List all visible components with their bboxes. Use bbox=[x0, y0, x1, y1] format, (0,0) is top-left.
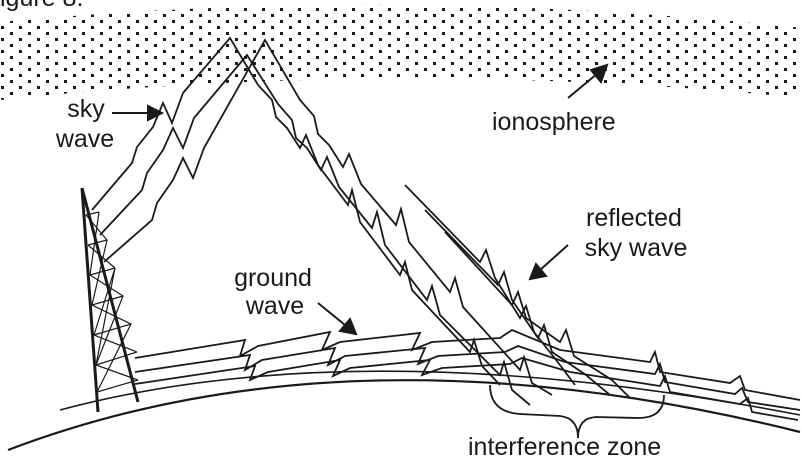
ionosphere-arrow bbox=[567, 72, 599, 99]
ground-wave-path-2 bbox=[134, 345, 801, 411]
sky-wave-path-1 bbox=[91, 36, 501, 386]
label-arrows bbox=[112, 63, 609, 336]
ground-wave-path-3 bbox=[134, 357, 799, 421]
ground-wave-path-1 bbox=[134, 328, 801, 401]
figure-header-fragment: igure 8. bbox=[0, 0, 83, 11]
transmitter-tower bbox=[80, 187, 140, 413]
interference-zone-brace bbox=[489, 384, 665, 439]
earth-surface-outer bbox=[7, 379, 801, 452]
reflected-sky-wave-label-line2: sky wave bbox=[584, 234, 688, 262]
interference-zone-label: interference zone bbox=[468, 433, 662, 461]
ground-wave-label-line1: ground bbox=[234, 264, 312, 292]
ionosphere-layer bbox=[0, 4, 802, 101]
sky-wave-label-line1: sky bbox=[67, 95, 105, 123]
reflected-sky-wave-label-line1: reflected bbox=[586, 204, 682, 232]
sky-wave-path-2 bbox=[99, 53, 531, 406]
sky-wave-paths bbox=[91, 36, 553, 406]
ground-wave-paths bbox=[134, 328, 801, 421]
ground-wave-label-line2: wave bbox=[245, 292, 305, 320]
ground-wave-arrow bbox=[317, 302, 346, 326]
sky-wave-label-line2: wave bbox=[55, 125, 115, 153]
ionosphere-label: ionosphere bbox=[492, 108, 616, 136]
reflected-sky-wave-arrow bbox=[539, 244, 569, 271]
sky-wave-path-3 bbox=[103, 38, 553, 396]
reflected-sky-wave-paths bbox=[404, 184, 631, 399]
